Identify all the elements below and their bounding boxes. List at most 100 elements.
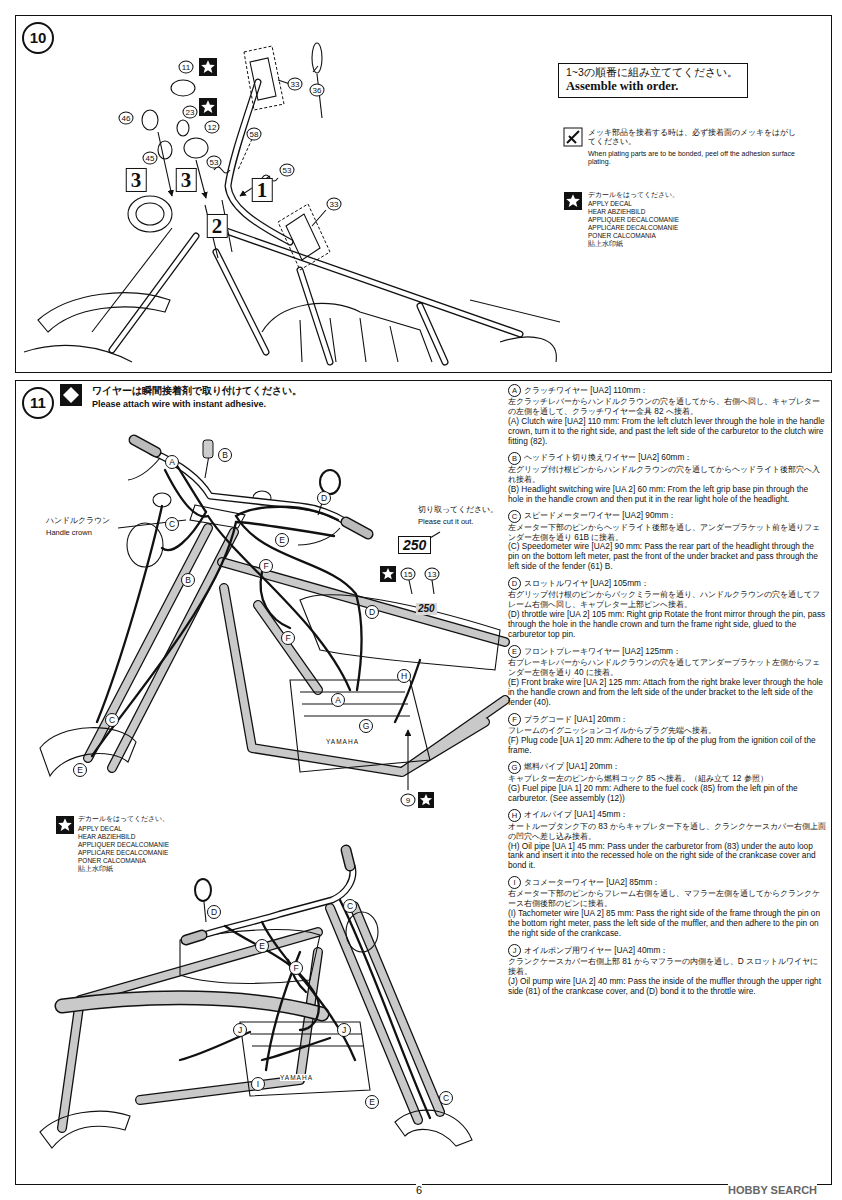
wire-letter: J	[508, 944, 521, 957]
line-art	[564, 128, 582, 146]
callout-number: 45	[143, 152, 158, 165]
wire-letter: F	[281, 631, 295, 645]
line-art	[186, 935, 202, 940]
line-art	[40, 1111, 130, 1148]
line-art	[165, 470, 350, 690]
line-art	[330, 908, 418, 1120]
line-art	[40, 728, 136, 776]
callout-number: 53	[280, 164, 295, 177]
line-art	[261, 572, 290, 628]
callout-number: 12	[205, 121, 220, 134]
line-art	[236, 507, 362, 690]
decal-legend: PONER CALCOMANIA	[588, 232, 656, 240]
line-art	[346, 912, 378, 952]
wire-letter: B	[508, 452, 521, 465]
line-art	[225, 926, 319, 1030]
wire-letter: E	[365, 1095, 379, 1109]
callout-number: 33	[327, 198, 342, 211]
wire-letter: I	[251, 1077, 265, 1091]
cut-note: 切り取ってください。	[418, 506, 498, 515]
line-art	[60, 384, 82, 406]
callout-number: 11	[179, 61, 194, 74]
line-art	[186, 935, 202, 940]
line-art	[312, 43, 322, 73]
line-art	[177, 120, 189, 136]
wire-letter: G	[359, 719, 373, 733]
line-art	[346, 850, 350, 866]
line-art	[409, 580, 434, 594]
wire-heading: スピードメーターワイヤー [UA2] 90mm：	[524, 510, 676, 520]
wire-letter: C	[508, 510, 521, 523]
wire-instruction: 右グリップ付け根のピンからバックミラー前を通り、ハンドルクラウンの穴を通してフレ…	[508, 590, 826, 610]
line-art	[290, 680, 430, 772]
wire-letter: D	[317, 491, 331, 505]
engine-marking: YAMAHA	[280, 1074, 313, 1081]
line-art	[112, 532, 234, 768]
line-art	[395, 1110, 472, 1146]
decal-legend: APPLICARE DECALCOMANIE	[78, 849, 168, 857]
callout-number: 15	[401, 568, 416, 581]
line-art	[354, 906, 440, 1112]
decal-legend: PONER CALCOMANIA	[78, 857, 146, 865]
wire-letter: C	[343, 899, 357, 913]
assembly-order: 1	[252, 178, 273, 202]
callout-number: 13	[425, 568, 440, 581]
wire-instruction: (B) Headlight switching wire [UA 2] 60 m…	[508, 485, 826, 505]
step-number: 11	[22, 387, 54, 419]
decal-legend: HEAR ABZIEHBILD	[78, 833, 135, 841]
wire-letter: C	[439, 1091, 453, 1105]
line-art	[340, 900, 430, 1118]
wire-instruction: オートループタンク下の 83 からキャブレター下を通し、クランクケースカバー右側…	[508, 822, 826, 842]
wire-letter: F	[508, 713, 521, 726]
line-art	[195, 879, 211, 901]
wire-instruction: (H) Oil pipe [UA 1] 45 mm: Pass under th…	[508, 842, 826, 872]
wire-heading: 燃料パイプ [UA1] 20mm：	[524, 761, 620, 771]
decal-legend: デカールをはってください。	[588, 191, 679, 199]
line-art	[228, 82, 290, 242]
wire-letter: H	[508, 809, 521, 822]
line-art	[395, 660, 420, 722]
cut-note: Please cut it out.	[418, 518, 473, 527]
callout-number: 36	[310, 84, 325, 97]
wire-letter: A	[331, 693, 345, 707]
line-art	[38, 293, 170, 332]
line-art	[128, 196, 172, 232]
wire-letter: I	[508, 876, 521, 889]
callout-number: 58	[247, 128, 262, 141]
line-art	[470, 300, 560, 362]
line-art	[222, 562, 505, 772]
wire-heading: プラグコード [UA1] 20mm：	[524, 714, 628, 724]
line-art	[204, 902, 206, 922]
wire-list: Aクラッチワイヤー [UA2] 110mm：左クラッチレバーからハンドルクラウン…	[508, 384, 826, 1002]
step-instruction: Please attach wire with instant adhesive…	[92, 399, 266, 409]
callout-number: 53	[207, 156, 222, 169]
line-art	[564, 192, 582, 210]
line-art	[24, 345, 132, 362]
wire-letter: J	[233, 1023, 247, 1037]
wire-letter: D	[207, 905, 221, 919]
legend-icons	[564, 128, 582, 210]
line-art	[346, 850, 350, 866]
line-art	[199, 58, 217, 76]
line-art	[56, 816, 74, 834]
line-art	[196, 160, 206, 198]
decal-graphic: 250	[416, 603, 437, 615]
decal-legend: APPLIQUER DECALCOMANIE	[588, 216, 679, 224]
line-art	[205, 200, 232, 258]
line-art	[212, 226, 520, 362]
line-art	[134, 440, 156, 452]
wire-letter: F	[289, 961, 303, 975]
wire-instruction: (C) Speedometer wire [UA2] 90 mm: Pass t…	[508, 542, 826, 572]
wire-instruction: (F) Plug code [UA 1] 20 mm: Adhere to th…	[508, 736, 826, 756]
wire-letter: E	[275, 533, 289, 547]
line-art	[203, 440, 213, 458]
bike-left-illustration	[40, 440, 505, 834]
decal-legend: APPLICARE DECALCOMANIE	[588, 224, 678, 232]
line-art	[346, 522, 368, 534]
line-art	[300, 595, 500, 670]
wire-instruction: (I) Tachometer wire [UA 2] 85 mm: Pass t…	[508, 909, 826, 939]
line-art	[162, 464, 206, 550]
wire-instruction: (J) Oil pump wire [UA 2] 40 mm: Pass the…	[508, 977, 826, 997]
